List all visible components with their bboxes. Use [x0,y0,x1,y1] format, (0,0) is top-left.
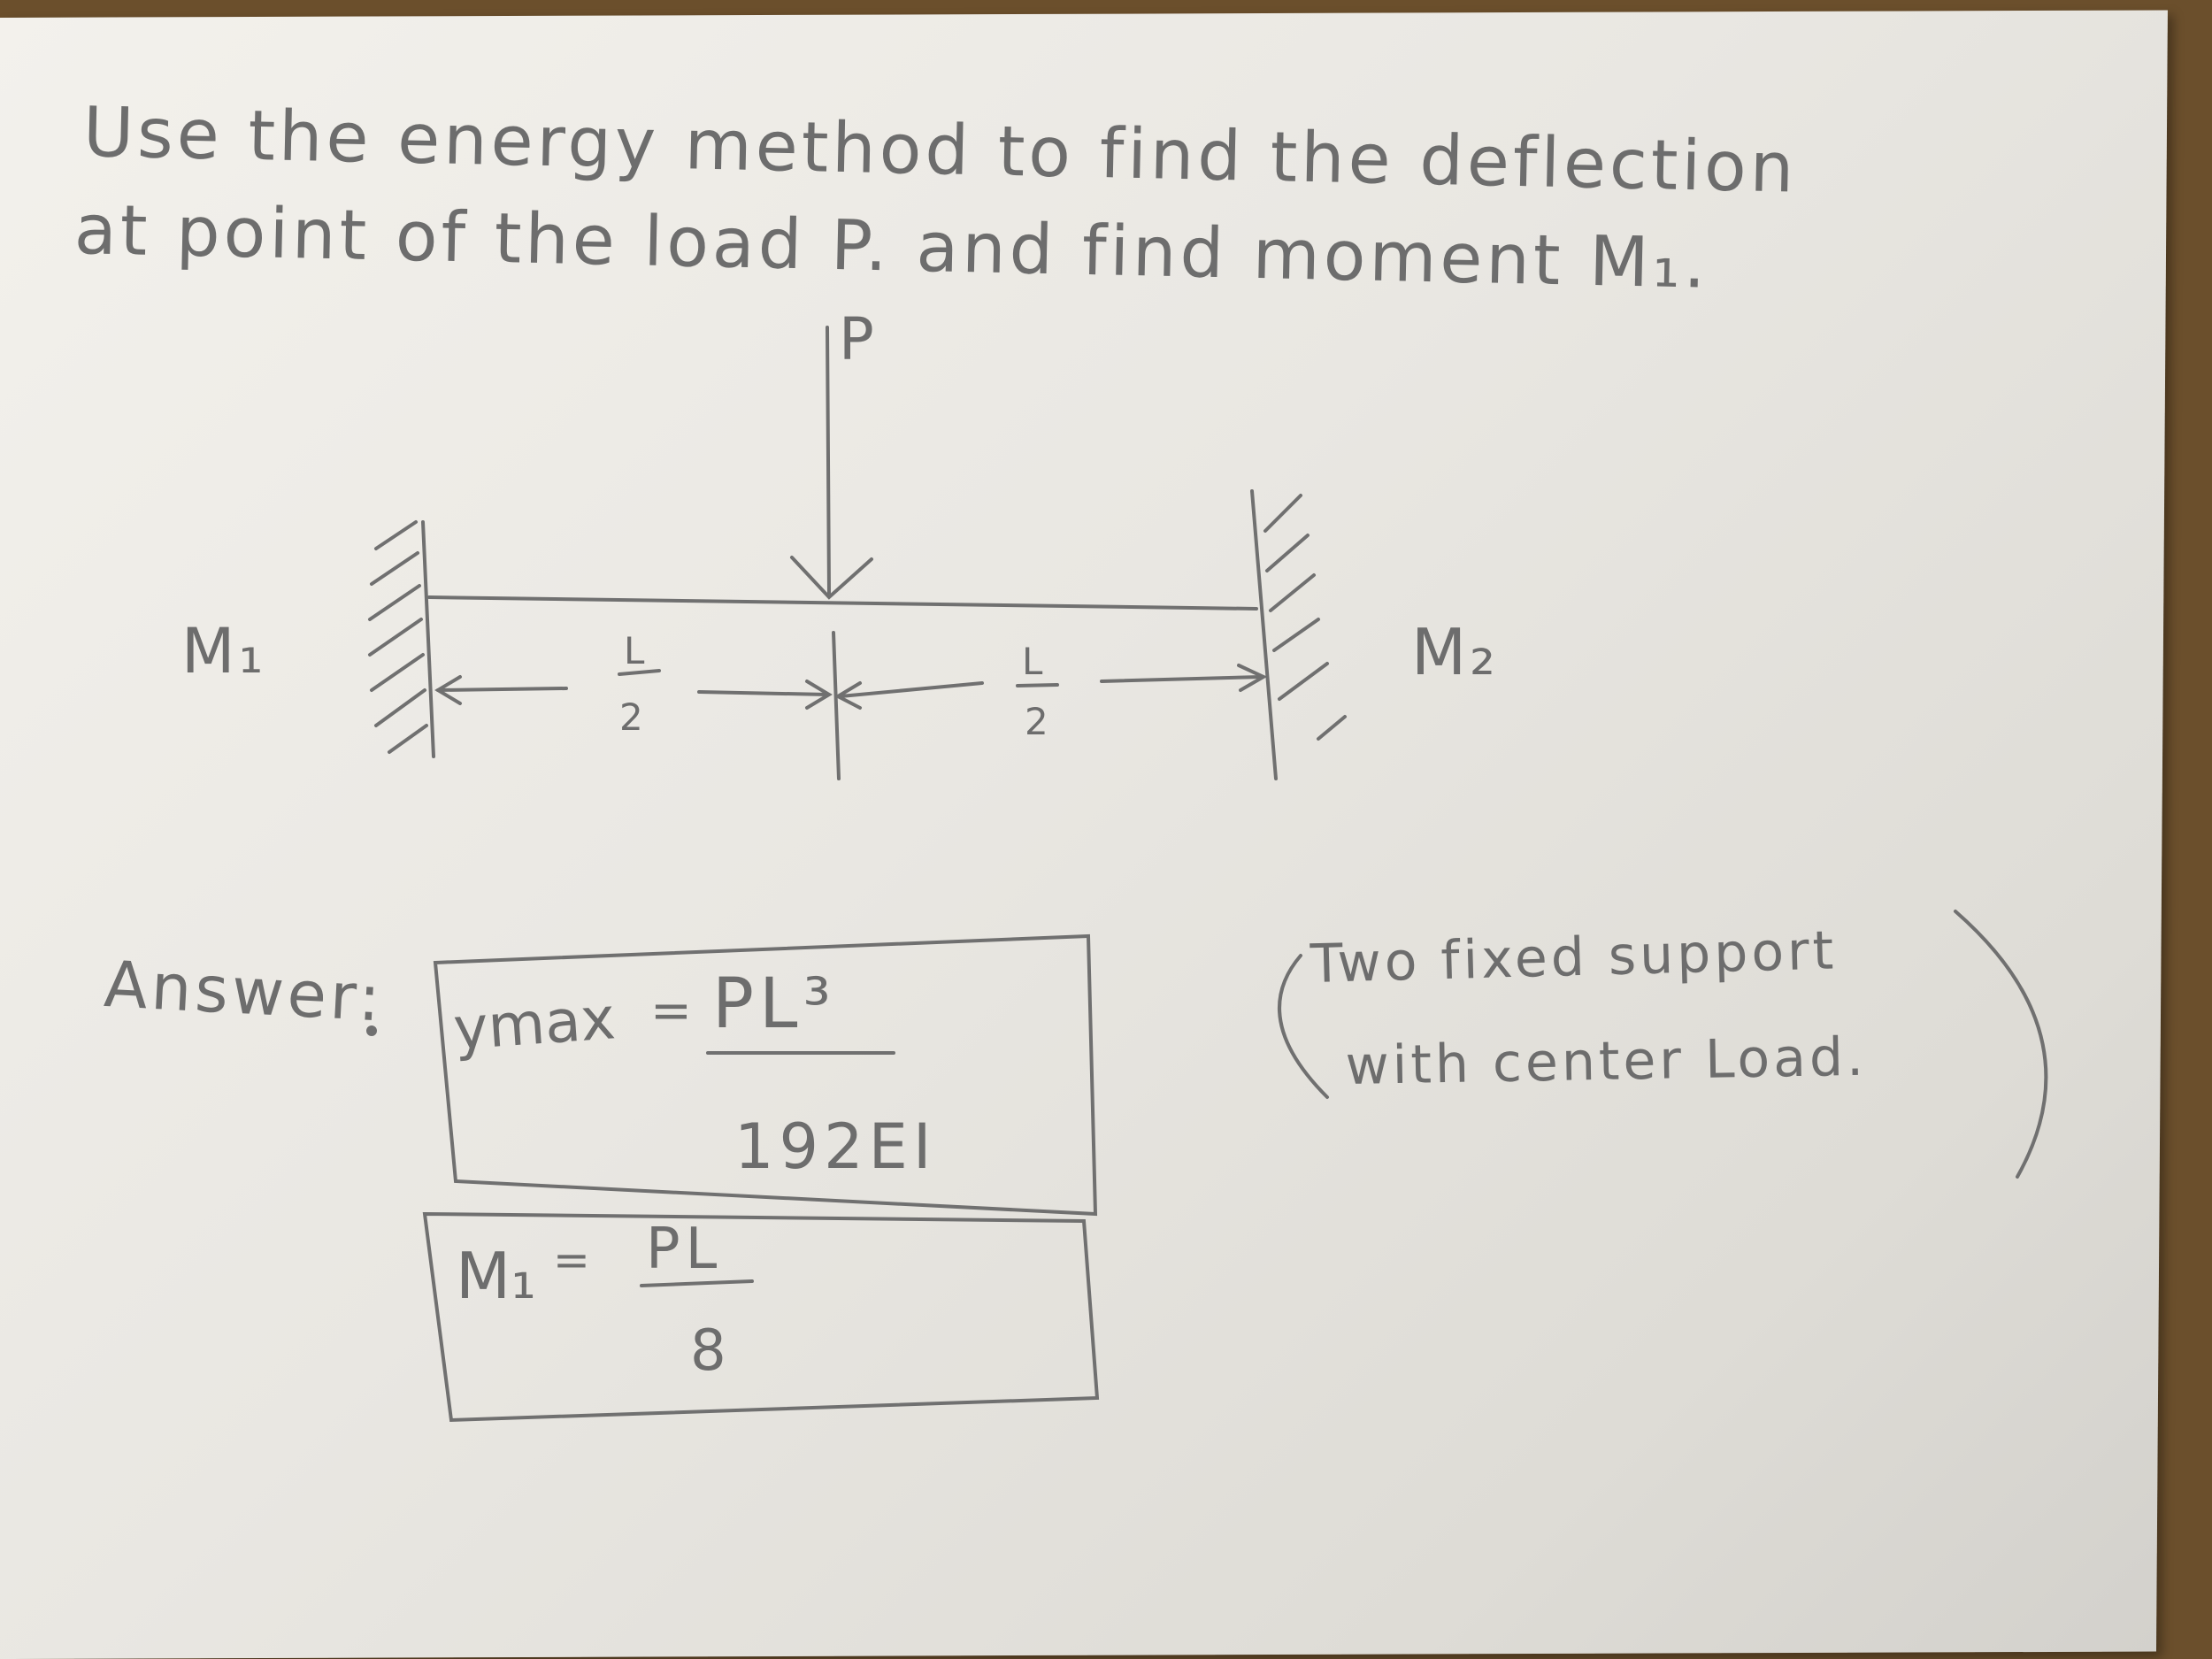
m1-answer-box [422,1211,1100,1423]
right-wall [1250,489,1278,780]
right-wall-hatching [1263,494,1347,741]
span-right-denominator: 2 [1025,700,1048,743]
load-arrowhead [790,556,873,600]
m1-fraction-bar [640,1279,754,1287]
ymax-equals: = [650,982,692,1040]
span-left-numerator: L [624,629,645,672]
dim-left-segment-a [436,687,568,692]
dim-right-segment-b [1100,675,1263,683]
beam [427,595,1258,611]
span-right-fraction-bar [1016,683,1059,687]
note-right-paren [1954,910,2048,1179]
left-wall-hatching [368,520,428,754]
m1-equals: = [553,1234,590,1286]
ymax-label: ymax [451,984,618,1064]
center-tick [832,631,841,780]
load-label: P [839,305,878,373]
span-left-fraction-bar [618,669,661,676]
ymax-answer-box [433,933,1098,1217]
m1-label: M₁ [456,1239,536,1313]
left-wall [421,520,435,758]
note-line-2: with center Load. [1345,1025,1868,1097]
dim-left-segment-b [697,690,829,696]
answer-dot [366,1025,377,1036]
ymax-denominator: 192EI [734,1110,937,1183]
dim-mid-arrowhead-l [805,680,833,710]
note-left-paren [1278,954,1329,1099]
dim-right-segment-a [839,681,984,698]
m1-numerator: PL [646,1217,723,1282]
left-moment-label: M₁ [181,615,267,687]
dim-right-arrowhead [1237,664,1268,692]
dim-left-arrowhead [434,675,462,705]
span-left-denominator: 2 [619,695,643,739]
dim-mid-arrowhead-r [833,681,862,710]
right-moment-label: M₂ [1411,615,1499,689]
m1-denominator: 8 [690,1318,726,1384]
span-right-numerator: L [1022,640,1043,683]
answer-label: Answer: [102,947,386,1036]
load-arrow-shaft [826,326,831,595]
ymax-numerator: PL³ [712,964,836,1044]
